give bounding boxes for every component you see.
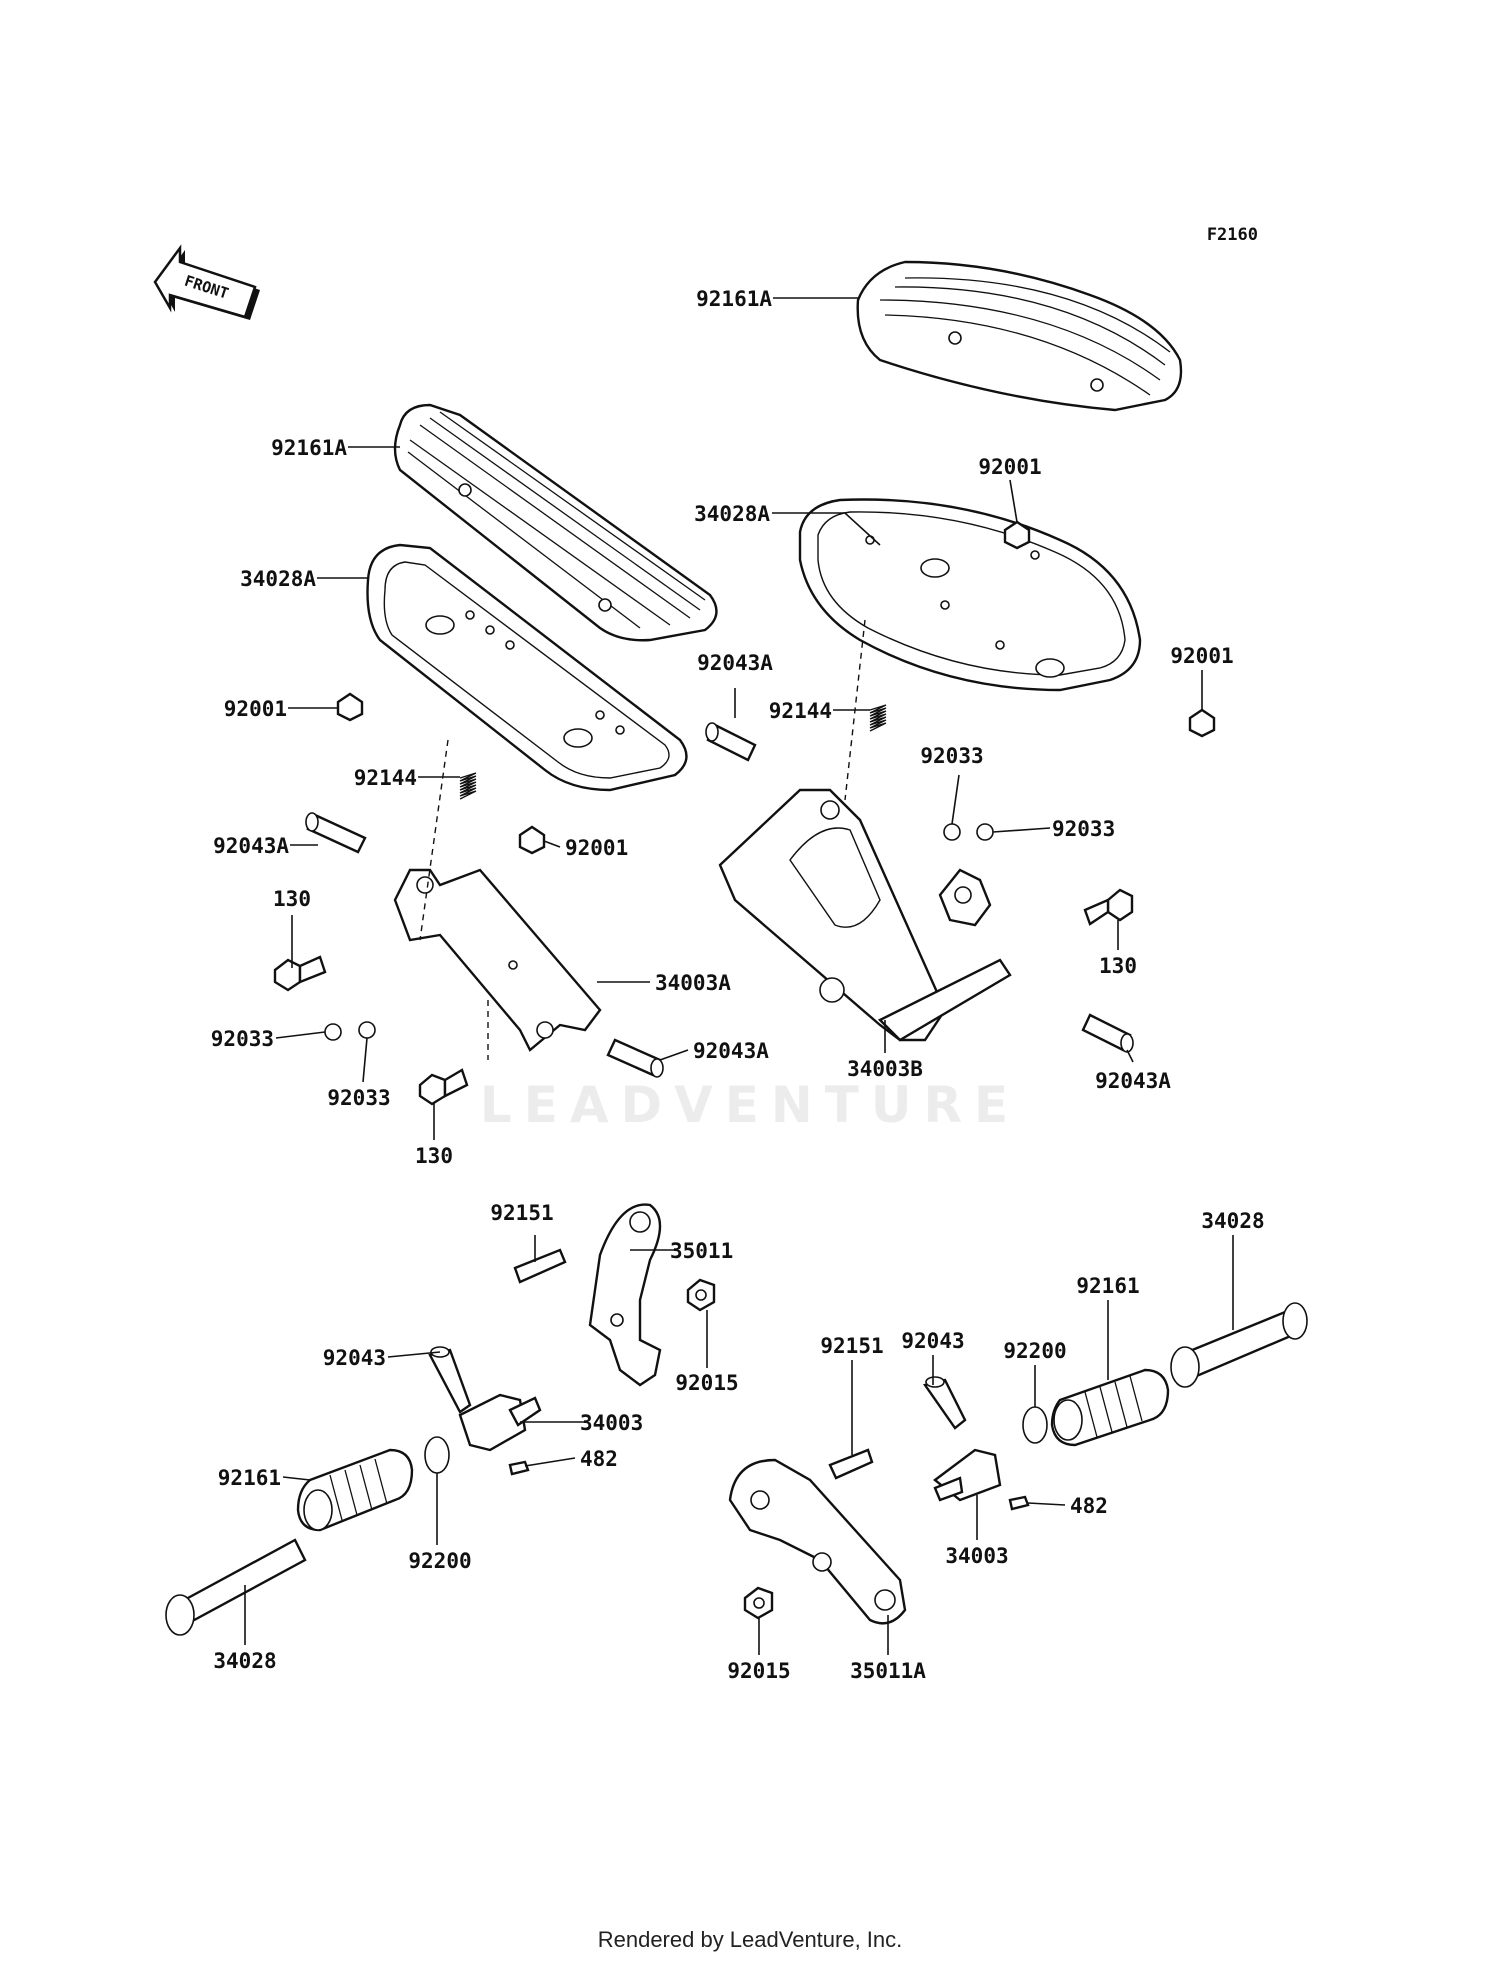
label-92200-left: 92200 (408, 1549, 471, 1573)
label-92161-right: 92161 (1076, 1274, 1139, 1298)
left-pin-92043a-lower (606, 1038, 664, 1078)
label-34003-left: 34003 (580, 1411, 643, 1435)
label-34003-right: 34003 (945, 1544, 1008, 1568)
left-bracket-34003a (393, 868, 602, 1052)
label-92033-left-a: 92033 (211, 1027, 274, 1051)
left-bolt-130-upper (273, 955, 327, 992)
left-cotter-482 (508, 1460, 530, 1476)
right-nut-92015 (743, 1586, 774, 1620)
label-34028-right: 34028 (1201, 1209, 1264, 1233)
label-92144-left: 92144 (354, 766, 417, 790)
label-92043-right: 92043 (901, 1329, 964, 1353)
right-floorboard-mat (856, 260, 1183, 412)
right-pin-92043a-upper (705, 722, 757, 762)
left-rubber-peg-92161 (296, 1448, 414, 1532)
right-bracket-mount (938, 868, 992, 927)
label-34028a-right: 34028A (694, 502, 770, 526)
part-labels: 92161A 92161A 34028A 34028A 92001 92001 … (211, 287, 1265, 1683)
label-92043a-left-upper: 92043A (213, 834, 289, 858)
label-92161-left: 92161 (218, 1466, 281, 1490)
label-35011a: 35011A (850, 1659, 926, 1683)
label-34028a-left: 34028A (240, 567, 316, 591)
left-guide-dash-1 (419, 739, 449, 941)
label-92015-left: 92015 (675, 1371, 738, 1395)
label-92043a-left-lower: 92043A (693, 1039, 769, 1063)
label-92001-right-lower: 92001 (1170, 644, 1233, 668)
right-bracket-34003b (718, 788, 1012, 1042)
right-rubber-peg-92161 (1050, 1368, 1170, 1447)
label-92043a-right-lower: 92043A (1095, 1069, 1171, 1093)
right-bolts-92001 (1003, 520, 1216, 738)
label-130-left-lower: 130 (415, 1144, 453, 1168)
right-bolt-130 (1083, 888, 1134, 926)
label-92151-right: 92151 (820, 1334, 883, 1358)
label-92043a-right-upper: 92043A (697, 651, 773, 675)
left-pin-92043a-upper (305, 812, 367, 854)
right-footpeg-mount-35011a (728, 1458, 907, 1625)
left-washer-92200 (424, 1436, 450, 1474)
left-bolt-130-lower (418, 1068, 469, 1106)
label-92015-right: 92015 (727, 1659, 790, 1683)
right-pin-92043 (923, 1376, 967, 1430)
left-pin-92043 (428, 1346, 472, 1414)
left-floorboard-mat (393, 403, 718, 642)
label-92001-left-upper: 92001 (224, 697, 287, 721)
label-92033-right-b: 92033 (920, 744, 983, 768)
front-arrow-icon: FRONT (153, 244, 260, 320)
watermark-text: LEADVENTURE (480, 1076, 1020, 1134)
left-nut-92015 (686, 1278, 716, 1312)
label-34003a: 34003A (655, 971, 731, 995)
label-92161a-right: 92161A (696, 287, 772, 311)
left-bolt-92151 (513, 1248, 567, 1284)
right-cotter-482 (1008, 1495, 1030, 1511)
label-92161a-left: 92161A (271, 436, 347, 460)
right-clevis-34003 (933, 1448, 1002, 1502)
label-92033-left-b: 92033 (327, 1086, 390, 1110)
right-floorboard (798, 498, 1142, 692)
right-peg-sleeve-34028 (1170, 1302, 1308, 1388)
label-482-right: 482 (1070, 1494, 1108, 1518)
left-peg-sleeve-34028 (165, 1538, 307, 1636)
label-92001-right-upper: 92001 (978, 455, 1041, 479)
label-92151-left: 92151 (490, 1201, 553, 1225)
label-92001-left-lower: 92001 (565, 836, 628, 860)
label-34003b: 34003B (847, 1057, 923, 1081)
label-92043-left: 92043 (323, 1346, 386, 1370)
label-92033-right-a: 92033 (1052, 817, 1115, 841)
label-130-left-upper: 130 (273, 887, 311, 911)
left-floorboard (366, 543, 688, 792)
left-bolts-92001 (336, 692, 546, 855)
figure-code: F2160 (1207, 225, 1258, 245)
left-footpeg-mount-35011 (588, 1203, 662, 1387)
footer-credit: Rendered by LeadVenture, Inc. (598, 1927, 903, 1952)
right-circlips-92033 (943, 823, 994, 841)
label-35011: 35011 (670, 1239, 733, 1263)
label-92200-right: 92200 (1003, 1339, 1066, 1363)
label-34028-left: 34028 (213, 1649, 276, 1673)
left-circlips-92033 (324, 1021, 376, 1041)
label-482-left: 482 (580, 1447, 618, 1471)
right-torsion-spring (869, 704, 887, 732)
label-130-right: 130 (1099, 954, 1137, 978)
left-torsion-spring (459, 772, 477, 800)
label-92144-right: 92144 (769, 699, 832, 723)
left-clevis-34003 (458, 1393, 542, 1452)
leader-lines (244, 297, 1234, 1655)
right-washer-92200 (1022, 1406, 1048, 1444)
right-pin-92043a-lower (1081, 1013, 1134, 1053)
right-bolt-92151 (828, 1448, 874, 1480)
